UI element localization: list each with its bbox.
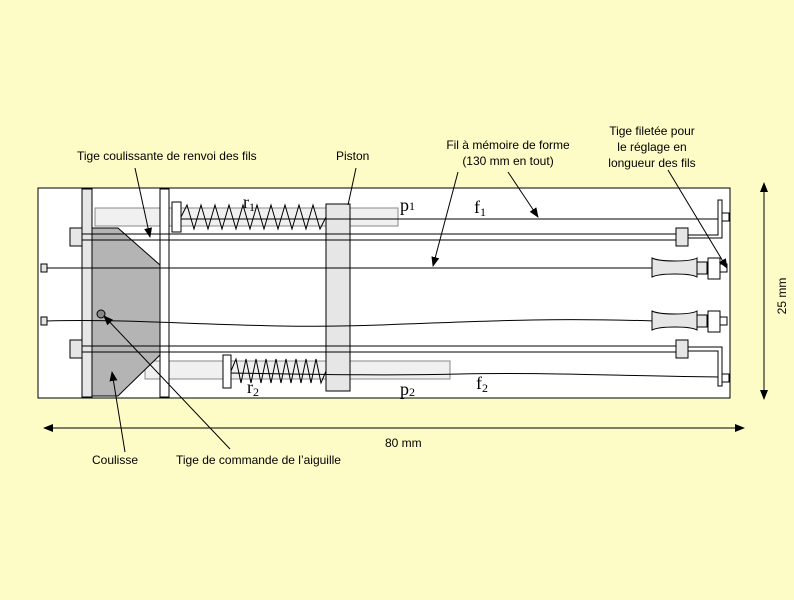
rod-end-left-top (69, 227, 83, 247)
piston-block (325, 203, 351, 392)
terminal-left-curved (40, 316, 48, 326)
rod-end-right-top (675, 227, 689, 247)
threaded-tip-top (721, 212, 730, 222)
label-tige-filetee-3: longueur des fils (608, 156, 695, 170)
threaded-tip-bottom (721, 373, 730, 383)
leader-tige-coulissante (134, 167, 152, 238)
rod-end-right-bottom (675, 339, 689, 359)
label-piston: Piston (336, 149, 369, 163)
label-tige-coulissante: Tige coulissante de renvoi des fils (77, 149, 257, 163)
leader-piston (347, 167, 357, 206)
label-tige-filetee-1: Tige filetée pour (609, 124, 695, 138)
needle-control-pivot (96, 309, 106, 319)
wire-f2-bottom (230, 372, 721, 378)
left-frame-bar (81, 188, 93, 398)
label-tige-filetee-2: le réglage en (617, 140, 686, 154)
label-coulisse: Coulisse (92, 453, 138, 467)
threaded-rod-top (687, 199, 723, 239)
tensioner-top (651, 257, 698, 278)
rod-end-left-bottom (69, 339, 83, 359)
symbol-f2: f2 (476, 373, 488, 395)
piston-rod-bottom (144, 360, 451, 380)
tensioner-top-nut (696, 261, 708, 275)
label-height-dimension: 25 mm (775, 278, 789, 315)
label-fil-memoire-2: (130 mm en tout) (462, 154, 553, 168)
tensioner-bottom (651, 310, 698, 331)
label-tige-commande: Tige de commande de l’aiguille (176, 453, 341, 467)
wire-curved (45, 319, 656, 327)
tensioner-bottom-knob (707, 310, 721, 333)
threaded-rod-bottom (687, 346, 723, 387)
leader-fil-middle (431, 171, 459, 267)
label-fil-memoire-1: Fil à mémoire de forme (446, 138, 570, 152)
symbol-r1: r1 (243, 192, 255, 214)
symbol-p2: p2 (400, 379, 415, 399)
spring-r2-cap (222, 354, 232, 389)
middle-frame-bar (159, 188, 170, 398)
spring-r1-cap (171, 201, 182, 233)
leader-tige-filetee (667, 169, 728, 269)
tensioner-bottom-end (719, 316, 728, 326)
tensioner-bottom-nut (696, 314, 708, 328)
symbol-p1: p1 (400, 195, 415, 215)
tensioner-top-knob (707, 257, 721, 280)
spring-r1 (180, 203, 327, 231)
symbol-r2: r2 (247, 377, 259, 399)
tensioner-top-end (719, 263, 728, 273)
spring-r2 (230, 357, 327, 385)
terminal-left-middle (40, 263, 48, 273)
symbol-f1: f1 (474, 197, 486, 219)
leader-coulisse (109, 371, 126, 453)
leader-fil-top (507, 171, 539, 218)
label-width-dimension: 80 mm (385, 436, 422, 450)
